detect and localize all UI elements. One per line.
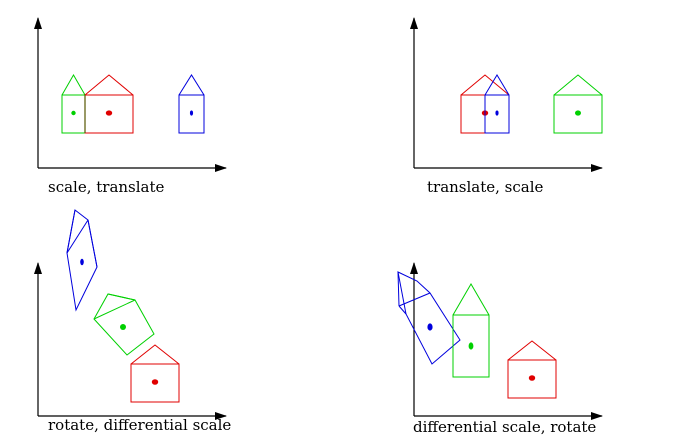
red-house (507, 340, 557, 399)
red-house (84, 74, 134, 134)
blue-house-center-dot (495, 110, 499, 116)
caption-rotate-differential-scale: rotate, differential scale (48, 416, 232, 434)
panel-scale-translate (34, 17, 227, 172)
blue-house-center-dot (80, 258, 84, 266)
green-house-center-dot (71, 110, 76, 116)
green-house-center-dot (575, 110, 581, 116)
red-house-center-dot (151, 379, 159, 385)
caption-scale-translate: scale, translate (48, 178, 165, 196)
green-house (452, 283, 490, 378)
blue-house (178, 74, 205, 134)
red-house-center-dot (528, 375, 536, 381)
red-house-center-dot (105, 110, 113, 116)
green-house (61, 73, 86, 134)
green-house (553, 74, 603, 134)
green-house (93, 293, 155, 356)
panel-rotate-differential-scale (34, 209, 227, 420)
blue-house-center-dot (427, 323, 433, 331)
panel-translate-scale (410, 17, 603, 172)
green-house-center-dot (468, 342, 474, 350)
panel-differential-scale-rotate (397, 262, 603, 420)
blue-house (66, 209, 98, 312)
blue-house (397, 271, 461, 365)
red-house (130, 344, 180, 403)
green-house-center-dot (120, 324, 126, 330)
blue-house (484, 74, 510, 134)
caption-translate-scale: translate, scale (427, 178, 544, 196)
caption-differential-scale-rotate: differential scale, rotate (413, 418, 597, 436)
blue-house-center-dot (189, 110, 194, 116)
